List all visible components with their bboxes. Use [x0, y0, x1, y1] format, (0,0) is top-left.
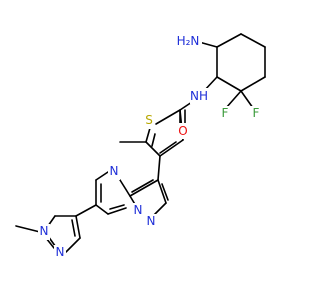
molecule-canvas: H₂N NH O S F F N N N N N: [15, 33, 266, 261]
bond: [129, 179, 159, 197]
bond: [159, 141, 177, 154]
atom-label-amine: H₂N: [177, 34, 200, 48]
atom-label-thiophene-s: S: [145, 113, 153, 127]
bond: [145, 141, 161, 157]
atom-label-methylpyrazole-n1: N: [40, 224, 49, 238]
bond: [240, 90, 254, 109]
bond: [75, 204, 97, 217]
atom-label-fluoro-a: F: [222, 106, 229, 120]
structure-drawing: H₂N NH O S F F N N N N N: [15, 33, 266, 261]
atom-label-methylpyrazole-n2: N: [56, 245, 65, 259]
bond: [157, 155, 161, 181]
bond: [216, 76, 242, 92]
bond: [109, 204, 125, 210]
bond: [131, 179, 154, 193]
atom-label-amide-o: O: [178, 124, 187, 138]
bond: [145, 127, 151, 143]
bond: [71, 219, 76, 237]
atom-label-pyrazole-n2: N: [147, 214, 156, 228]
bond: [225, 90, 242, 109]
atom-label-pyrazole-n-bridge: N: [134, 203, 143, 217]
bond: [159, 139, 184, 157]
bonds: [15, 33, 266, 253]
bond: [157, 179, 167, 204]
bond: [155, 109, 181, 125]
atom-labels: H₂N NH O S F F N N N N N: [38, 33, 262, 261]
bond: [65, 237, 81, 253]
bond: [119, 179, 131, 197]
bond: [75, 215, 81, 239]
bond: [240, 33, 266, 48]
atom-label-pyrimidine-n: N: [110, 164, 119, 178]
bond: [15, 225, 41, 233]
bond: [107, 207, 127, 215]
atom-label-amide-nh: NH: [190, 89, 208, 103]
bond: [216, 33, 242, 48]
bond: [161, 183, 169, 201]
bond: [151, 133, 156, 147]
bond: [95, 204, 109, 215]
bond: [95, 171, 109, 181]
atom-label-fluoro-b: F: [253, 106, 260, 120]
bond: [240, 76, 266, 92]
